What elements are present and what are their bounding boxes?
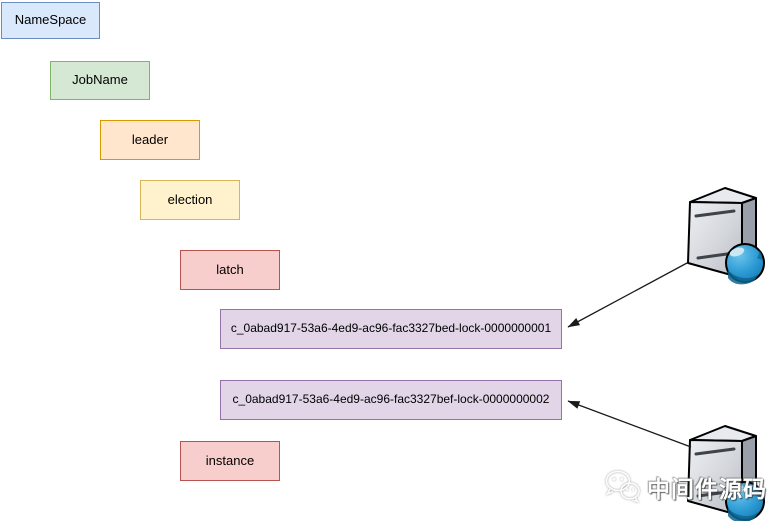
node-instance: instance: [180, 441, 280, 481]
node-leader: leader: [100, 120, 200, 160]
server-globe-icon-server-2: [686, 424, 766, 521]
globe-icon: [725, 481, 765, 521]
node-namespace: NameSpace: [1, 2, 100, 39]
watermark-text: 中间件源码: [647, 476, 767, 502]
wechat-icon: [605, 470, 640, 503]
node-lock-node-2: c_0abad917-53a6-4ed9-ac96-fac3327bef-loc…: [220, 380, 562, 420]
node-jobname: JobName: [50, 61, 150, 100]
watermark: 中间件源码: [602, 466, 767, 508]
node-election: election: [140, 180, 240, 220]
connector-arrow-server1-to-lock1: [567, 262, 688, 328]
node-latch: latch: [180, 250, 280, 290]
server-globe-icon-server-1: [686, 186, 766, 290]
connector-arrow-server2-to-lock2: [567, 400, 692, 448]
globe-icon: [725, 243, 765, 285]
node-lock-node-1: c_0abad917-53a6-4ed9-ac96-fac3327bed-loc…: [220, 309, 562, 349]
